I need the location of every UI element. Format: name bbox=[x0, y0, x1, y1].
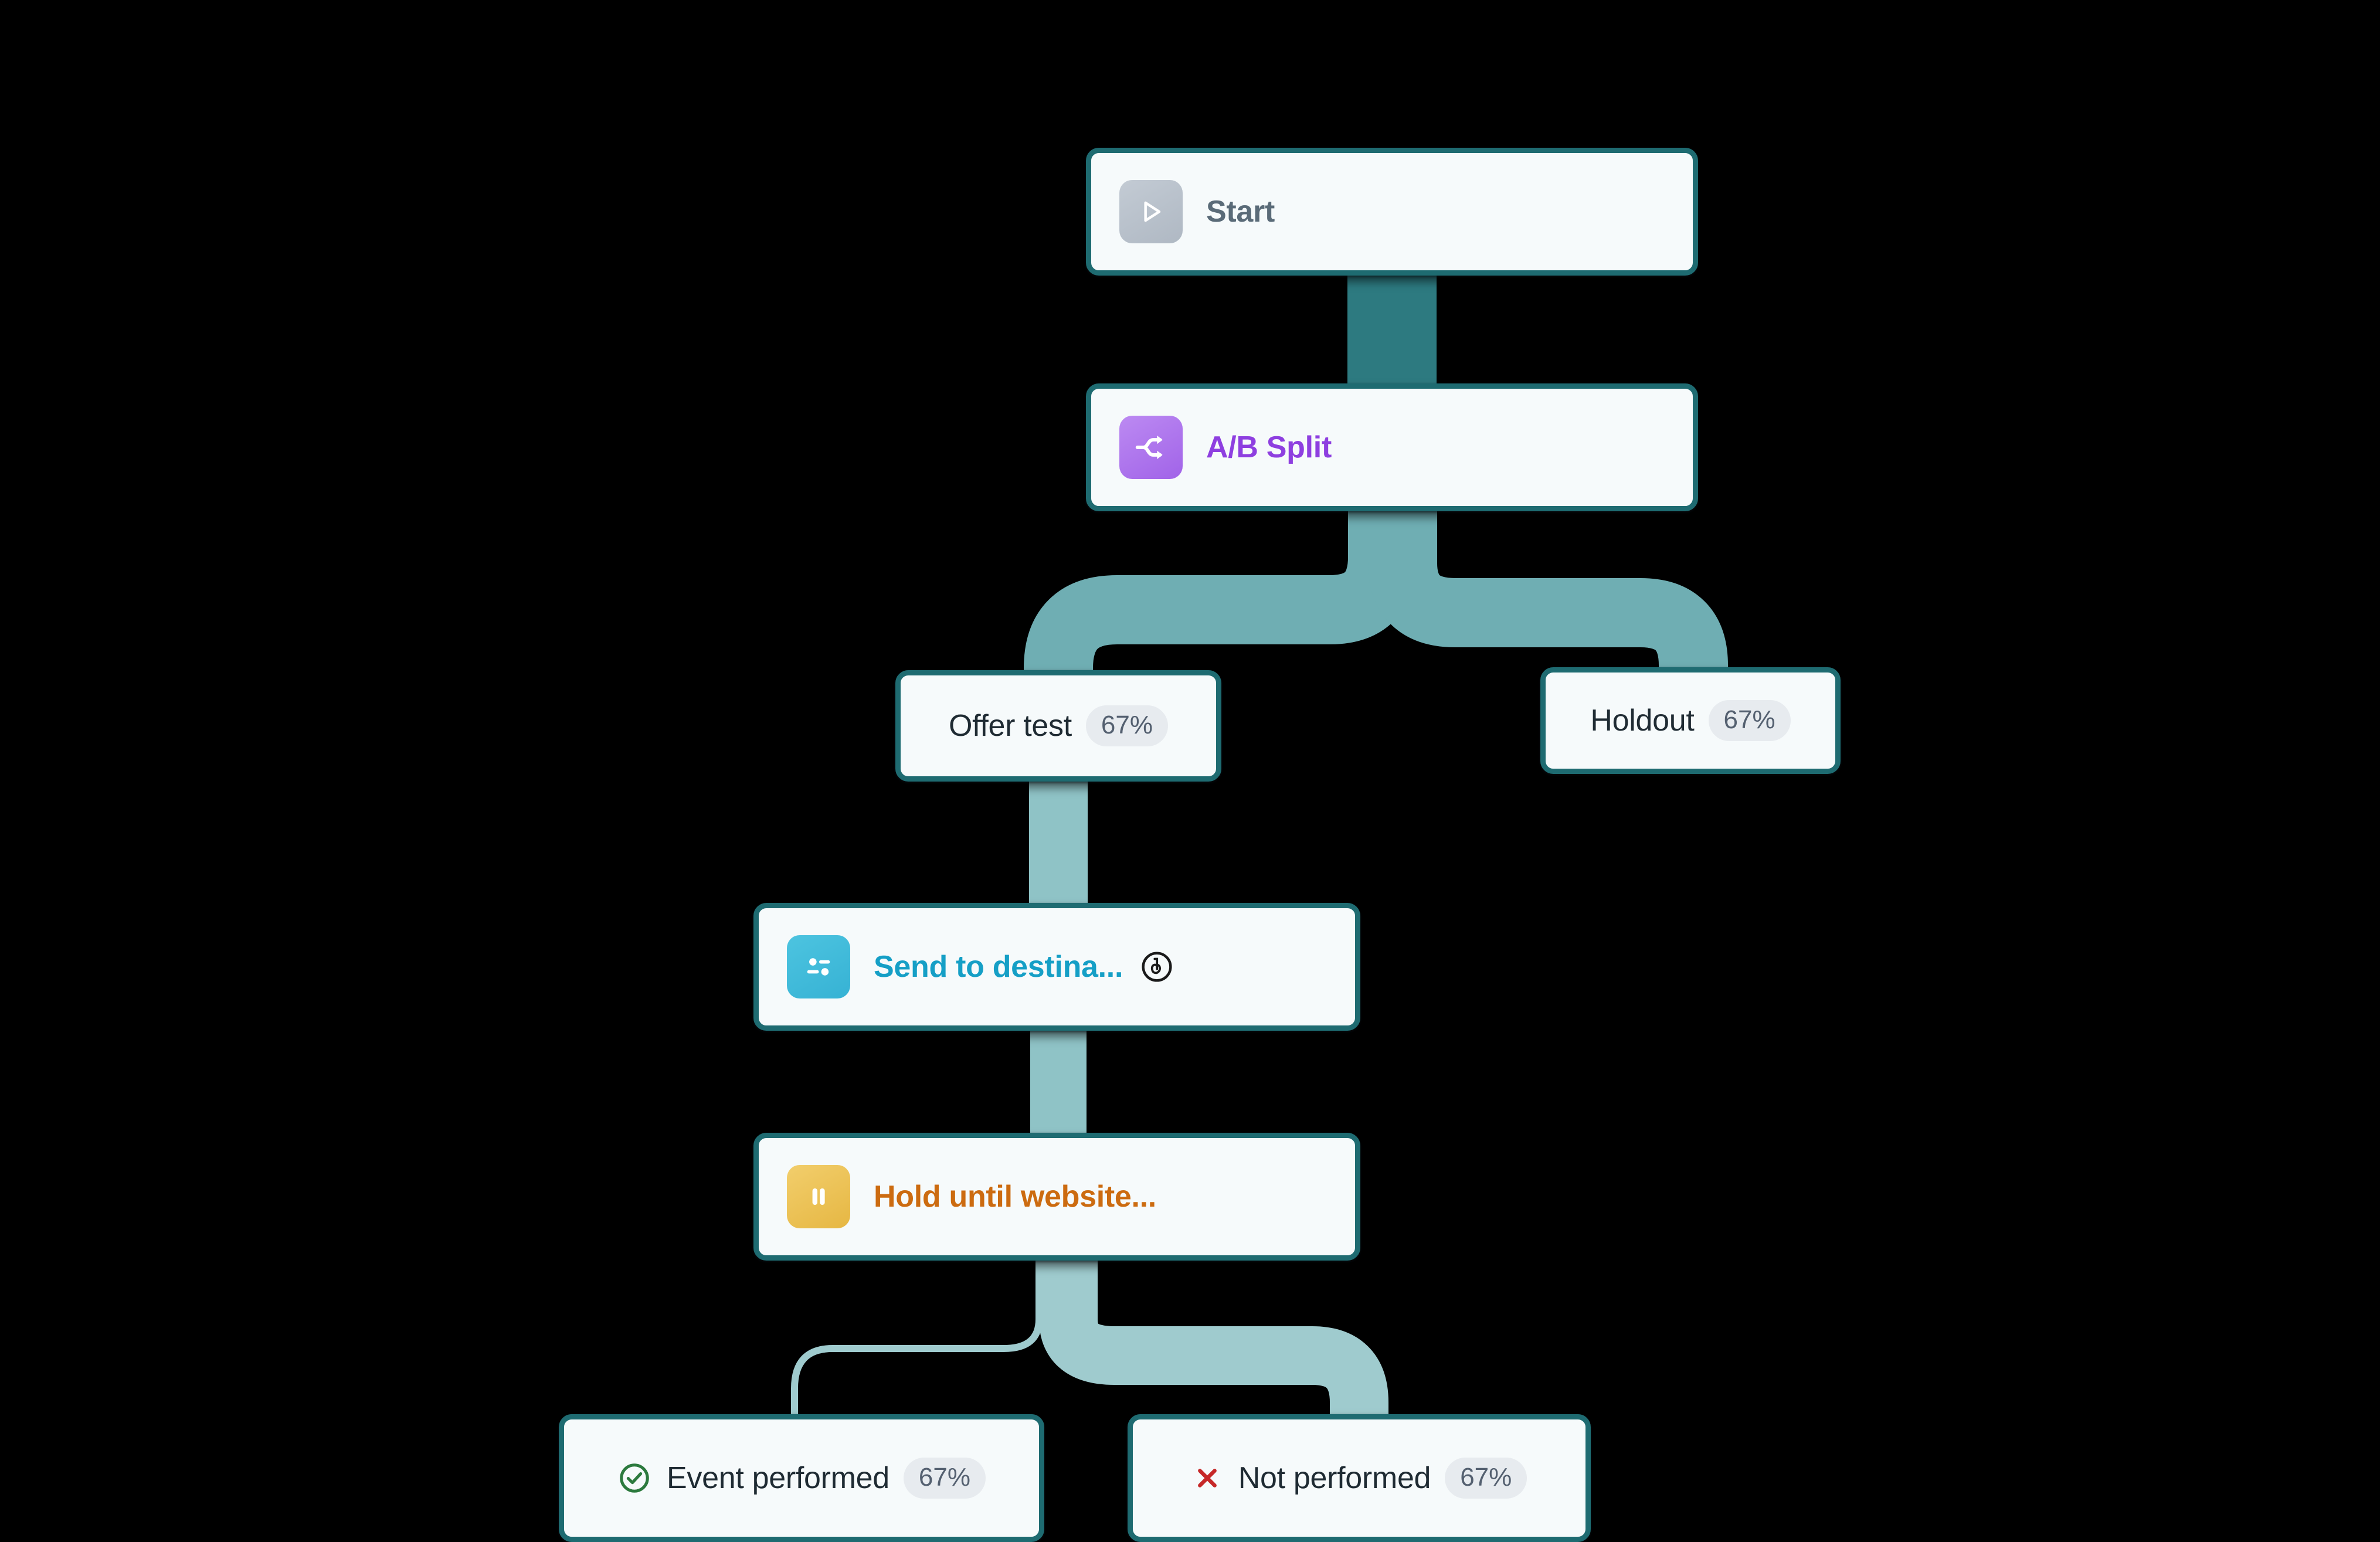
sliders-icon bbox=[787, 935, 850, 998]
node-ab-split[interactable]: A/B Split bbox=[1086, 383, 1698, 511]
node-not-performed[interactable]: Not performed 67% bbox=[1128, 1414, 1591, 1542]
not-performed-percent-badge: 67% bbox=[1445, 1458, 1527, 1499]
pause-icon bbox=[787, 1165, 850, 1228]
play-icon bbox=[1119, 180, 1183, 243]
node-hold-until-website[interactable]: Hold until website... bbox=[753, 1133, 1360, 1261]
edge-hold-website-to-event-performed bbox=[791, 1261, 1043, 1418]
node-start[interactable]: Start bbox=[1086, 148, 1698, 276]
node-event-performed[interactable]: Event performed 67% bbox=[559, 1414, 1044, 1542]
x-mark-icon bbox=[1191, 1462, 1223, 1494]
node-holdout[interactable]: Holdout 67% bbox=[1540, 667, 1841, 774]
node-start-label: Start bbox=[1206, 195, 1275, 229]
shuffle-split-icon bbox=[1119, 416, 1183, 479]
node-offer-test-label: Offer test bbox=[949, 709, 1072, 743]
braze-logo-icon bbox=[1140, 950, 1173, 983]
edge-ab-split-to-offer-test bbox=[1024, 511, 1417, 677]
node-holdout-label: Holdout bbox=[1590, 704, 1695, 738]
node-not-performed-label: Not performed bbox=[1238, 1461, 1431, 1495]
node-offer-test[interactable]: Offer test 67% bbox=[895, 670, 1221, 782]
event-performed-percent-badge: 67% bbox=[903, 1458, 986, 1499]
offer-test-percent-badge: 67% bbox=[1085, 705, 1168, 746]
node-send-to-destination-label: Send to destina... bbox=[874, 950, 1123, 984]
edge-ab-split-to-holdout bbox=[1368, 511, 1728, 674]
holdout-percent-badge: 67% bbox=[1708, 700, 1791, 741]
node-ab-split-label: A/B Split bbox=[1206, 430, 1332, 464]
check-circle-icon bbox=[617, 1461, 651, 1495]
edge-hold-website-to-not-performed bbox=[1039, 1261, 1388, 1422]
node-send-to-destination[interactable]: Send to destina... bbox=[753, 903, 1360, 1031]
node-event-performed-label: Event performed bbox=[667, 1461, 889, 1495]
node-hold-until-website-label: Hold until website... bbox=[874, 1180, 1156, 1214]
